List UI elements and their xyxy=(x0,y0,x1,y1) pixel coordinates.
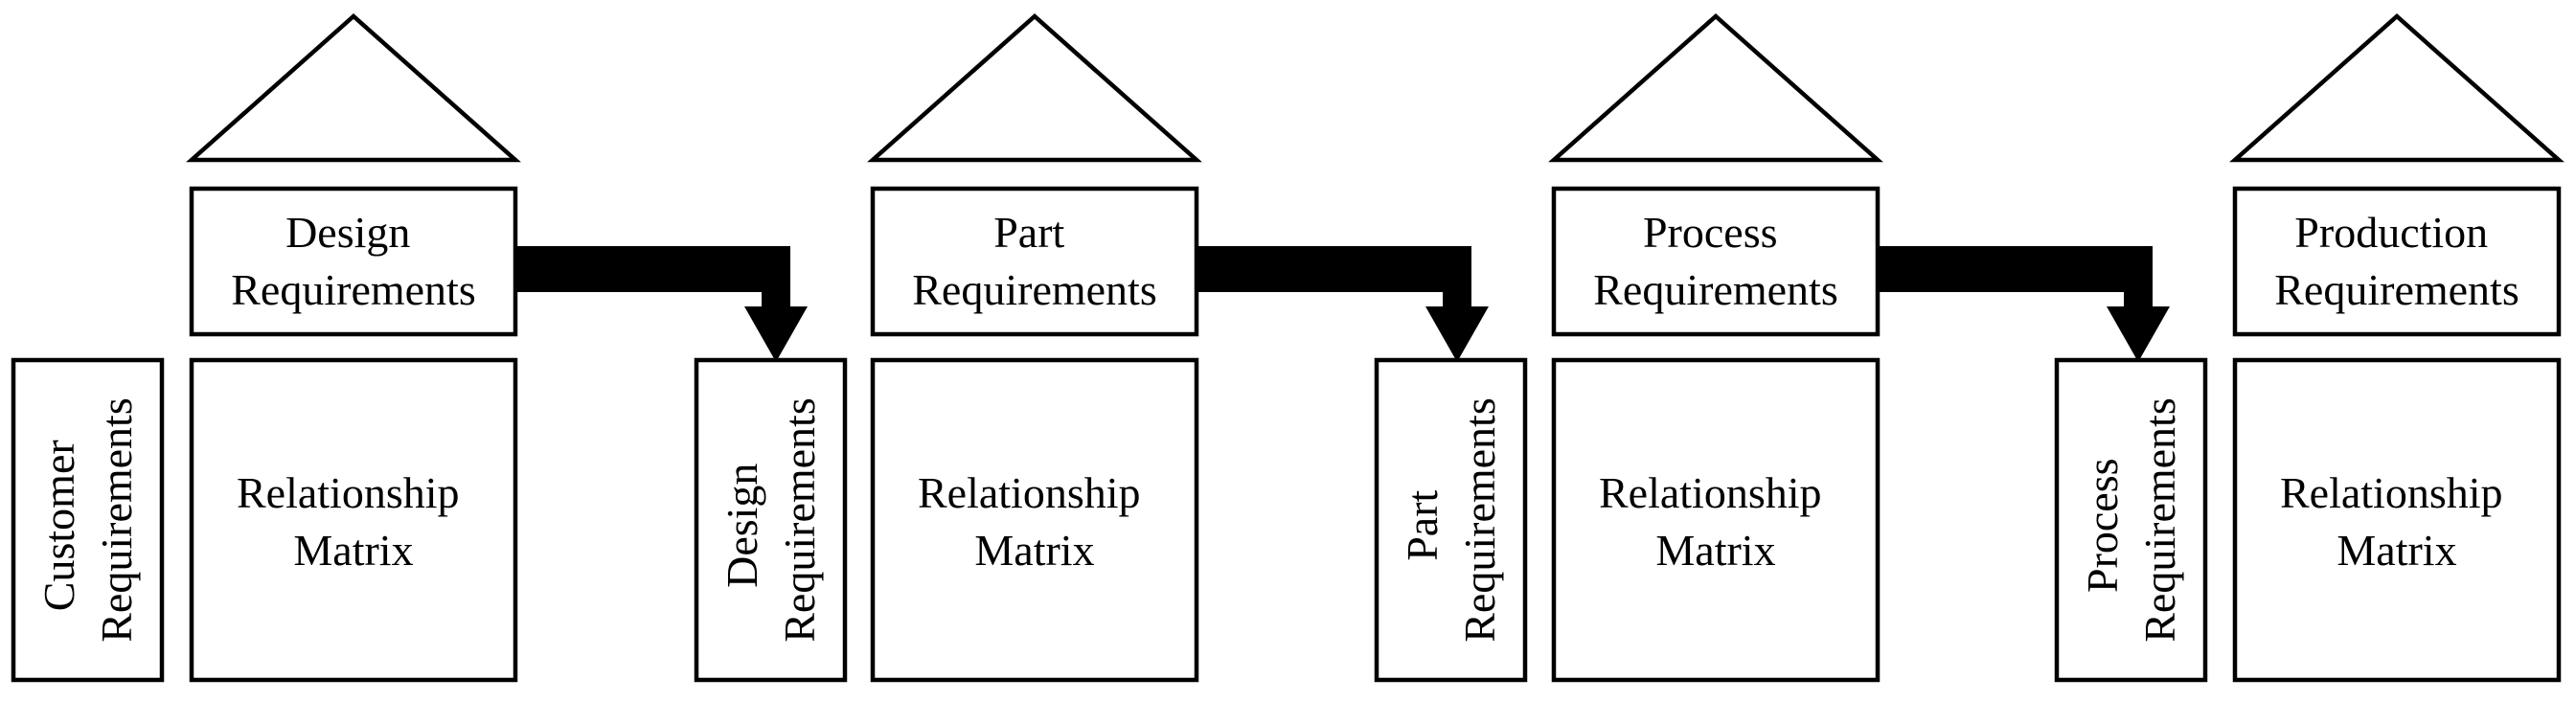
side-requirements-label: Part Requirements xyxy=(1398,397,1504,643)
top-requirements-box xyxy=(2232,186,2562,337)
flow-arrow-2 xyxy=(1197,246,1489,362)
relationship-matrix-box xyxy=(189,357,518,683)
top-requirements-box xyxy=(189,186,518,337)
relationship-matrix-label: Relationship Matrix xyxy=(237,468,470,575)
top-requirements-label: Process Requirements xyxy=(1593,208,1838,314)
side-requirements-label: Design Requirements xyxy=(718,397,824,643)
relationship-matrix-label: Relationship Matrix xyxy=(918,468,1151,575)
roof-triangle xyxy=(867,12,1202,163)
top-requirements-label: Production Requirements xyxy=(2274,208,2519,314)
side-requirements-label: Customer Requirements xyxy=(34,397,141,643)
flow-arrow-1 xyxy=(515,246,808,362)
roof-triangle xyxy=(1548,12,1883,163)
side-requirements-box xyxy=(1374,357,1528,683)
side-requirements-box xyxy=(11,357,165,683)
relationship-matrix-box xyxy=(870,357,1199,683)
top-requirements-box xyxy=(870,186,1199,337)
roof-triangle xyxy=(186,12,521,163)
relationship-matrix-box xyxy=(1551,357,1881,683)
top-requirements-label: Part Requirements xyxy=(912,208,1157,314)
house-stage-1: Design Requirements Customer Requirement… xyxy=(11,12,521,683)
house-stage-4: Production Requirements Process Requirem… xyxy=(2054,12,2565,683)
side-requirements-label: Process Requirements xyxy=(2078,397,2184,643)
roof-triangle xyxy=(2229,12,2565,163)
flow-arrow-3 xyxy=(1878,246,2170,362)
relationship-matrix-label: Relationship Matrix xyxy=(1599,468,1833,575)
house-stage-2: Part Requirements Design Requirements Re… xyxy=(694,12,1202,683)
relationship-matrix-box xyxy=(2232,357,2562,683)
top-requirements-label: Design Requirements xyxy=(231,208,476,314)
side-requirements-box xyxy=(694,357,848,683)
side-requirements-box xyxy=(2054,357,2208,683)
relationship-matrix-label: Relationship Matrix xyxy=(2280,468,2514,575)
house-stage-3: Process Requirements Part Requirements R… xyxy=(1374,12,1883,683)
top-requirements-box xyxy=(1551,186,1881,337)
